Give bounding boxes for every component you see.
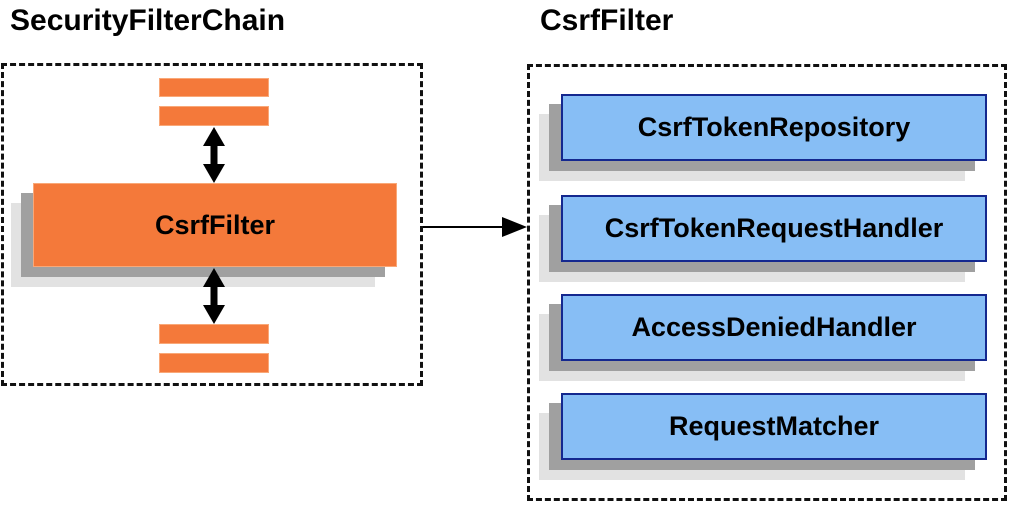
filter-placeholder-bar (159, 324, 269, 344)
security-filter-chain-title: SecurityFilterChain (10, 4, 286, 37)
csrf-filter-title: CsrfFilter (540, 4, 674, 37)
component-box: CsrfTokenRepository (561, 94, 987, 161)
security-filter-chain-group (1, 63, 423, 386)
component-box: RequestMatcher (561, 393, 987, 460)
filter-placeholder-bar (159, 106, 269, 126)
csrf-filter-node: CsrfFilter (33, 183, 397, 267)
csrf-filter-node-label: CsrfFilter (154, 209, 276, 240)
filter-placeholder-bar (159, 353, 269, 373)
component-label: CsrfTokenRepository (637, 112, 911, 142)
link-arrow-icon (423, 217, 527, 237)
component-label: CsrfTokenRequestHandler (604, 213, 944, 243)
component-box: CsrfTokenRequestHandler (561, 195, 987, 262)
csrf-filter-group (527, 64, 1007, 501)
filter-placeholder-bar (159, 78, 269, 97)
component-label: RequestMatcher (668, 411, 880, 441)
component-box: AccessDeniedHandler (561, 294, 987, 361)
component-label: AccessDeniedHandler (631, 312, 917, 342)
